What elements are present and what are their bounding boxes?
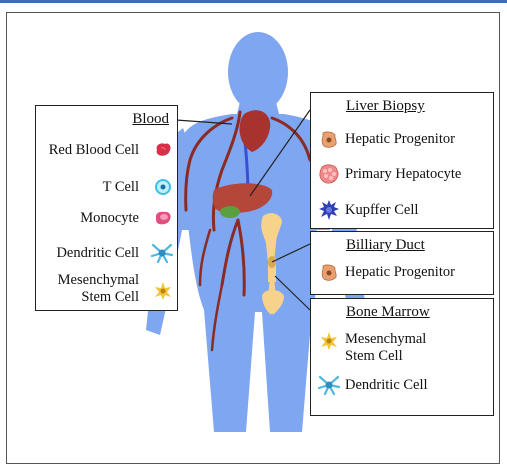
red-blood-cell-label: Red Blood Cell bbox=[49, 142, 139, 159]
primary-hepatocyte-label: Primary Hepatocyte bbox=[345, 166, 461, 183]
dendritic-cell-icon bbox=[150, 242, 174, 264]
mesenchymal-stem-cell-label: Mesenchymal Stem Cell bbox=[58, 272, 139, 306]
mesenchymal-stem-cell-icon bbox=[153, 281, 173, 301]
billiary-hepatic-progenitor-label: Hepatic Progenitor bbox=[345, 264, 455, 281]
t-cell-icon bbox=[154, 178, 172, 196]
dendritic-cell-label: Dendritic Cell bbox=[56, 245, 139, 262]
bone-marrow-panel: Bone Marrow Mesenchymal Stem Cell Dendri… bbox=[310, 298, 494, 416]
kupffer-cell-icon bbox=[318, 199, 340, 221]
hepatic-progenitor-icon bbox=[319, 263, 339, 283]
dendritic-cell-icon bbox=[317, 374, 341, 396]
bone-marrow-panel-title: Bone Marrow bbox=[346, 304, 430, 321]
primary-hepatocyte-icon bbox=[318, 163, 340, 185]
mesenchymal-stem-cell-icon bbox=[319, 331, 339, 351]
hepatic-progenitor-label: Hepatic Progenitor bbox=[345, 131, 455, 148]
t-cell-label: T Cell bbox=[103, 179, 139, 196]
liver-biopsy-panel-title: Liver Biopsy bbox=[346, 98, 425, 115]
blood-panel-title: Blood bbox=[132, 111, 169, 128]
gallbladder-organ bbox=[220, 206, 240, 218]
hepatic-progenitor-icon bbox=[319, 130, 339, 150]
blood-panel: Blood Red Blood Cell T Cell Monocyte Den… bbox=[35, 105, 178, 311]
mesenchymal-stem-cell-label-line2: Stem Cell bbox=[58, 289, 139, 306]
red-blood-cell-icon bbox=[153, 141, 173, 159]
billiary-duct-panel: Billiary Duct Hepatic Progenitor bbox=[310, 231, 494, 295]
bone-marrow-mesenchymal-label: Mesenchymal Stem Cell bbox=[345, 331, 426, 365]
liver-biopsy-panel: Liver Biopsy Hepatic Progenitor Primary … bbox=[310, 92, 494, 229]
bone-marrow-mesenchymal-label-line2: Stem Cell bbox=[345, 348, 426, 365]
bone-marrow-mesenchymal-label-line1: Mesenchymal bbox=[345, 331, 426, 348]
billiary-duct-panel-title: Billiary Duct bbox=[346, 237, 425, 254]
bone-marrow-dendritic-label: Dendritic Cell bbox=[345, 377, 428, 394]
monocyte-label: Monocyte bbox=[80, 210, 139, 227]
mesenchymal-stem-cell-label-line1: Mesenchymal bbox=[58, 272, 139, 289]
monocyte-icon bbox=[153, 209, 173, 227]
kupffer-cell-label: Kupffer Cell bbox=[345, 202, 418, 219]
